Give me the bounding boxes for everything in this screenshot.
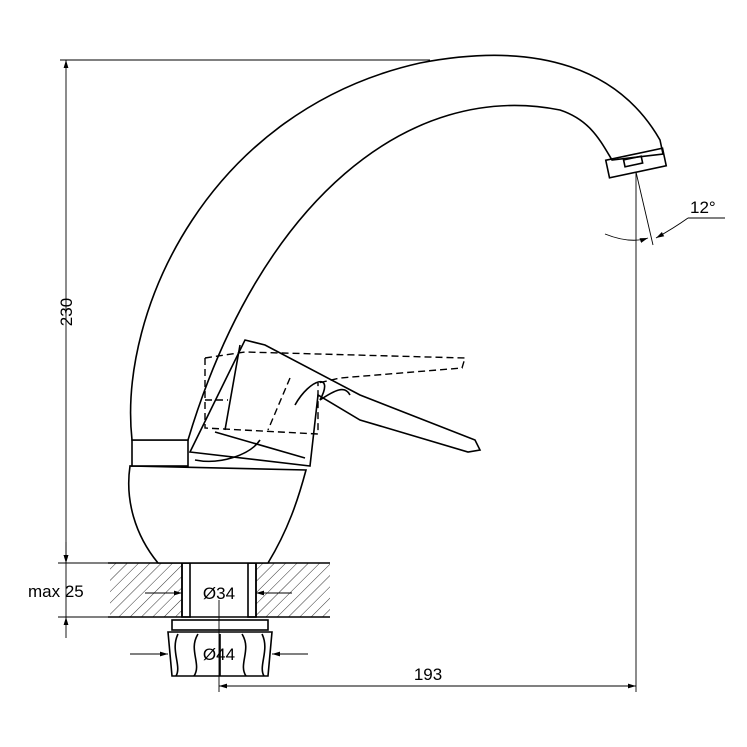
lever-handle <box>188 339 482 467</box>
reach-dimension: 193 <box>218 172 637 692</box>
height-dimension: 230 <box>57 59 430 564</box>
angle-label: 12° <box>690 198 716 217</box>
thickness-dimension: max 25 <box>28 542 110 638</box>
faucet-base <box>127 439 308 564</box>
reach-label: 193 <box>414 665 442 684</box>
spout <box>129 54 668 441</box>
countertop-section <box>108 562 330 618</box>
thickness-label: max 25 <box>28 582 84 601</box>
hole-diameter-dimension: Ø34 <box>145 584 292 603</box>
lever-alternate-position <box>204 351 466 435</box>
hole-diameter-label: Ø34 <box>203 584 235 603</box>
height-label: 230 <box>57 298 76 326</box>
angle-dimension: 12° <box>604 171 725 246</box>
fixing-nut <box>167 619 273 677</box>
